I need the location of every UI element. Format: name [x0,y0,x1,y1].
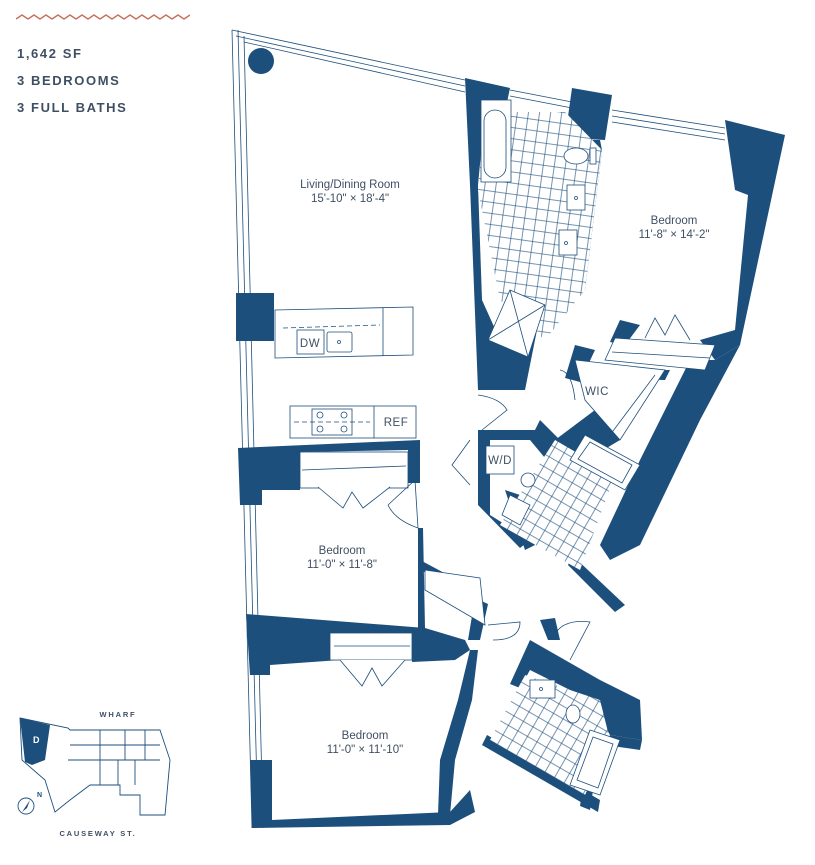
sink-bath-3 [529,679,581,724]
dishwasher-label: DW [300,338,320,350]
exterior-outline [231,29,726,829]
svg-text:Bedroom: Bedroom [651,215,698,227]
room-label-bedroom-lower: Bedroom 11'-0" × 11'-10" [327,730,403,756]
svg-text:Bedroom: Bedroom [319,545,366,557]
street-causeway: CAUSEWAY ST. [59,829,136,838]
closet-bedroom-3 [329,632,413,687]
room-label-bedroom-middle: Bedroom 11'-0" × 11'-8" [307,545,377,571]
wic-label: WIC [585,386,609,398]
unit-specs: 1,642 SF 3 BEDROOMS 3 FULL BATHS [17,45,127,126]
wic-closet [574,359,666,441]
shower-primary [487,289,546,358]
square-footage: 1,642 SF [17,46,83,61]
wd-closet [451,439,515,486]
room-label-bedroom-primary: Bedroom 11'-8" × 14'-2" [639,215,710,241]
key-plan: WHARF D N CAUSEWAY ST. [17,710,171,838]
bathtub-primary [480,99,512,183]
bathtub-bath-3 [569,729,621,796]
svg-text:11'-0" × 11'-10": 11'-0" × 11'-10" [327,744,403,756]
street-wharf: WHARF [100,710,137,719]
svg-text:Living/Dining Room: Living/Dining Room [300,179,400,191]
refrigerator-label: REF [384,417,409,429]
unit-d-highlight [20,718,50,765]
kitchen-island [274,306,414,359]
decorative-wave-divider [16,14,190,20]
bathtub-bath-2 [569,434,641,491]
svg-text:Bedroom: Bedroom [342,730,389,742]
closet-primary [604,314,716,371]
unit-letter: D [33,735,40,745]
compass-icon: N [17,792,42,815]
sink-bath-2 [501,472,536,526]
bedroom-count: 3 BEDROOMS [17,73,121,88]
closet-bedroom-2 [299,451,409,509]
toilet-primary [563,147,597,165]
room-label-living: Living/Dining Room 15'-10" × 18'-4" [300,179,400,205]
svg-text:11'-8" × 14'-2": 11'-8" × 14'-2" [639,229,710,241]
bath-2-floor [500,440,615,570]
hall-closet [424,569,486,626]
washer-dryer-label: W/D [488,455,512,467]
bath-count: 3 FULL BATHS [17,100,128,115]
sinks-primary [558,184,586,256]
kitchen-counter [289,405,417,439]
door-swings [387,369,591,661]
svg-text:15'-10" × 18'-4": 15'-10" × 18'-4" [311,193,389,205]
svg-text:N: N [37,792,42,799]
svg-text:11'-0" × 11'-8": 11'-0" × 11'-8" [307,559,377,571]
